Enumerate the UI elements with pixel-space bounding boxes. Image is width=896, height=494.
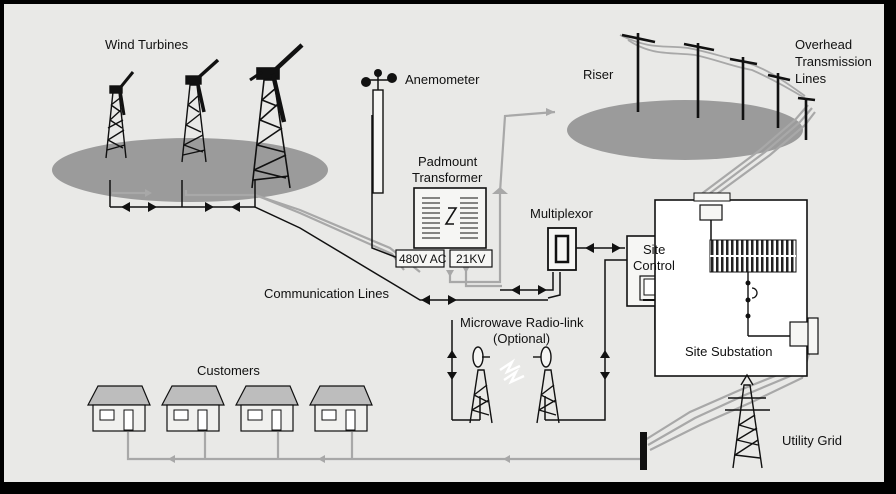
microwave-tower [533, 346, 560, 424]
transmission-poles [621, 33, 816, 140]
wind-turbine [105, 71, 135, 159]
multiplexor-label: Multiplexor [530, 206, 594, 221]
wind-turbine [249, 43, 304, 189]
utility-grid-label: Utility Grid [782, 433, 842, 448]
anemometer-label: Anemometer [405, 72, 480, 87]
overhead-label-line3: Lines [795, 71, 827, 86]
power-flow-arrows [145, 108, 555, 463]
site-control-label-line1: Site [643, 242, 665, 257]
customer-house [87, 385, 151, 432]
wind-farm-ground [52, 138, 328, 202]
multiplexor [547, 227, 577, 271]
voltage-high-label: 21KV [456, 252, 485, 266]
padmount-label-line2: Transformer [412, 170, 483, 185]
customers-label: Customers [197, 363, 260, 378]
site-control-label-line2: Control [633, 258, 675, 273]
microwave-label-line1: Microwave Radio-link [460, 315, 584, 330]
grid-connection-bar [640, 432, 647, 470]
wind-turbines-label: Wind Turbines [105, 37, 189, 52]
communication-lines [109, 115, 656, 421]
microwave-label-line2: (Optional) [493, 331, 550, 346]
overhead-label-line1: Overhead [795, 37, 852, 52]
overhead-label-line2: Transmission [795, 54, 872, 69]
customer-house [235, 385, 299, 432]
utility-grid-tower [725, 373, 770, 469]
anemometer [361, 69, 397, 194]
communication-arrows [121, 202, 621, 380]
microwave-tower [469, 346, 493, 424]
radio-link-icon [499, 358, 525, 385]
site-substation-label: Site Substation [685, 344, 772, 359]
customer-house [161, 385, 225, 432]
voltage-low-label: 480V AC [399, 252, 447, 266]
padmount-transformer [395, 187, 493, 268]
riser-label: Riser [583, 67, 614, 82]
customer-house [309, 385, 373, 432]
communication-lines-label: Communication Lines [264, 286, 390, 301]
wind-turbine [181, 58, 220, 163]
padmount-label-line1: Padmount [418, 154, 478, 169]
site-substation [654, 192, 819, 377]
